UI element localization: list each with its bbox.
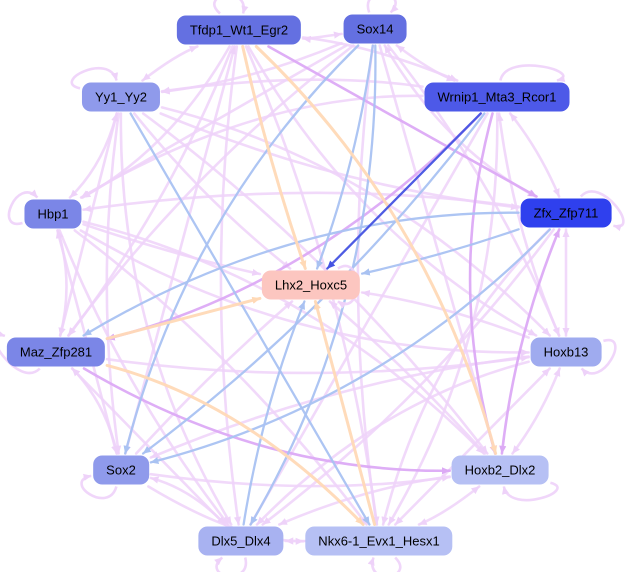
graph-edge-w-m — [105, 112, 483, 341]
graph-node-m[interactable]: Maz_Zfp281 — [6, 337, 106, 367]
graph-node-h2[interactable]: Hoxb2_Dlx2 — [451, 455, 549, 485]
graph-edge-t-w — [301, 36, 459, 82]
graph-edge-s14-l — [315, 44, 374, 270]
graph-edge-t-h13 — [247, 45, 538, 337]
graph-edge-m-l — [105, 296, 262, 341]
graph-edge-z-h — [82, 191, 520, 213]
graph-edge-w-h2 — [468, 112, 497, 455]
graph-edge-t-h2 — [254, 45, 498, 455]
graph-edge-w-l — [326, 112, 482, 270]
self-loop-m — [0, 330, 41, 375]
graph-edge-h-l — [82, 223, 262, 276]
self-loop-s14 — [366, 0, 399, 14]
graph-edge-w-h — [79, 94, 424, 199]
self-loop-y — [70, 66, 119, 90]
graph-edge-t-z — [267, 45, 538, 198]
graph-node-w[interactable]: Wrnip1_Mta3_Rcor1 — [424, 82, 570, 112]
graph-edge-d-l — [242, 300, 306, 526]
graph-edge-d-s2 — [149, 476, 227, 526]
graph-node-z[interactable]: Zfx_Zfp711 — [520, 198, 612, 228]
graph-edge-y-n — [129, 112, 371, 526]
self-loop-n — [367, 556, 402, 572]
graph-edge-n-l — [313, 300, 377, 526]
graph-node-s14[interactable]: Sox14 — [343, 14, 407, 44]
self-loop-h2 — [501, 481, 559, 502]
graph-node-d[interactable]: Dlx5_Dlx4 — [198, 526, 284, 556]
graph-edge-m-h2 — [82, 367, 451, 475]
self-loop-z — [579, 190, 625, 232]
self-loop-h — [7, 189, 39, 226]
graph-edge-z-h2 — [499, 228, 561, 455]
self-loop-w — [499, 64, 566, 82]
graph-node-s2[interactable]: Sox2 — [93, 455, 149, 485]
self-loop-s2 — [80, 473, 118, 500]
graph-node-h[interactable]: Hbp1 — [24, 199, 82, 229]
graph-node-n[interactable]: Nkx6-1_Evx1_Hesx1 — [305, 526, 453, 556]
graph-edge-s2-l — [134, 300, 294, 455]
graph-edge-s14-s2 — [123, 44, 360, 455]
graph-edge-w-y — [160, 78, 424, 94]
graph-node-h13[interactable]: Hoxb13 — [530, 337, 602, 367]
graph-edge-z-s2 — [149, 228, 552, 464]
graph-edge-w-d — [249, 112, 489, 526]
self-loop-h13 — [580, 338, 617, 377]
graph-node-y[interactable]: Yy1_Yy2 — [81, 82, 161, 112]
graph-edge-h2-l — [328, 300, 487, 455]
graph-edge-w-z — [508, 112, 561, 198]
graph-edge-h-n — [73, 229, 368, 526]
graph-edge-m-n — [105, 363, 365, 526]
graph-edge-y-t — [141, 45, 199, 82]
self-loop-t — [213, 0, 249, 15]
graph-edge-t-l — [241, 45, 307, 270]
graph-edge-z-l — [360, 228, 520, 276]
graph-node-l[interactable]: Lhx2_Hoxc5 — [261, 270, 361, 300]
self-loop-d — [214, 556, 248, 572]
graph-node-t[interactable]: Tfdp1_Wt1_Egr2 — [176, 15, 302, 45]
